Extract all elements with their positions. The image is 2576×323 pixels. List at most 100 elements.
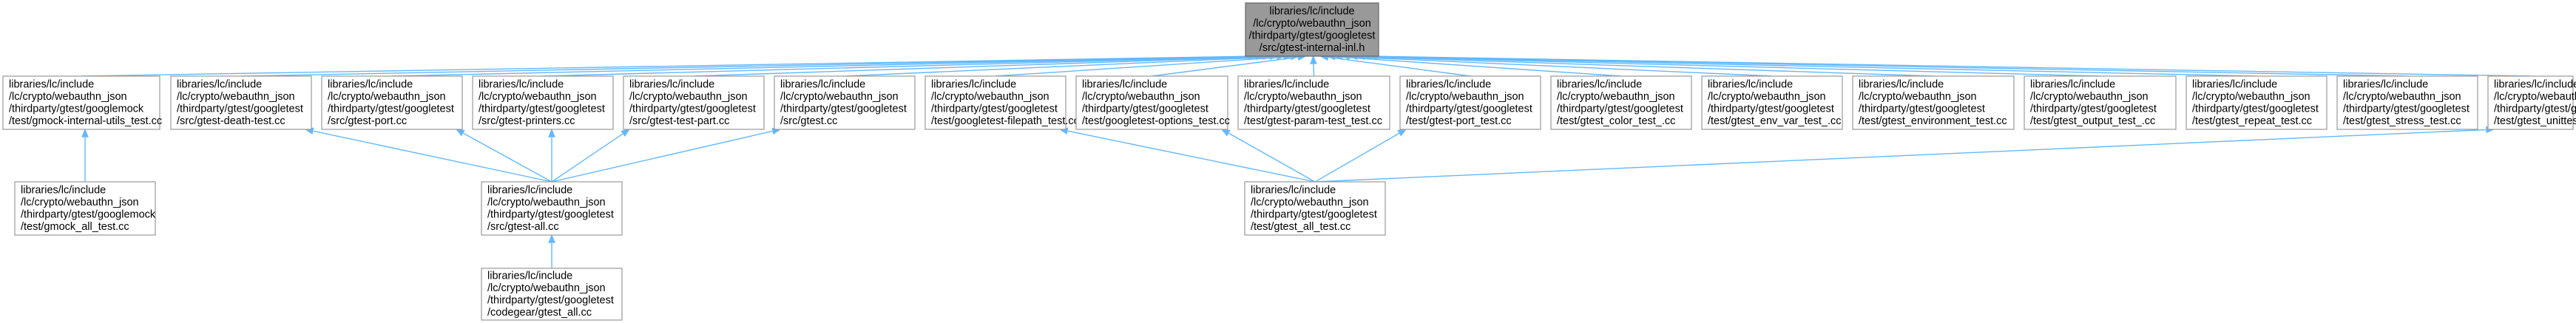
node-label-line: /lc/crypto/webauthn_json: [1253, 18, 1371, 30]
edge-line: [81, 55, 1249, 77]
file-node[interactable]: libraries/lc/include/lc/crypto/webauthn_…: [623, 75, 765, 130]
edge-line: [313, 130, 552, 183]
file-node[interactable]: libraries/lc/include/lc/crypto/webauthn_…: [2024, 75, 2177, 130]
edge-line: [1328, 56, 1471, 77]
node-box: [1701, 75, 1843, 130]
node-box: [1852, 75, 2015, 130]
node-label-line: /lc/crypto/webauthn_json: [177, 91, 295, 103]
dependency-edge: [548, 128, 555, 182]
node-label-line: libraries/lc/include: [1557, 79, 1642, 91]
node-label-line: /thirdparty/gtest/googletest: [2192, 103, 2319, 115]
file-node[interactable]: libraries/lc/include/lc/crypto/webauthn_…: [170, 75, 312, 130]
node-label-line: libraries/lc/include: [177, 79, 262, 91]
node-label-line: /thirdparty/gtest/googletest: [487, 295, 614, 307]
edge-arrowhead: [1220, 129, 1231, 137]
dependency-edge: [1058, 127, 1316, 183]
edge-line: [542, 55, 1270, 77]
file-node[interactable]: libraries/lc/include/lc/crypto/webauthn_…: [1399, 75, 1541, 130]
node-label-line: /test/gtest-port_test.cc: [1406, 115, 1512, 127]
file-node[interactable]: libraries/lc/include/lc/crypto/webauthn_…: [2, 75, 162, 130]
file-node[interactable]: libraries/lc/include/lc/crypto/webauthn_…: [472, 75, 614, 130]
node-label-line: /test/gtest_unittest.cc: [2494, 115, 2576, 127]
dependency-edge: [304, 127, 552, 183]
node-box: [2336, 75, 2478, 130]
node-label-line: /lc/crypto/webauthn_json: [2343, 91, 2461, 103]
file-node[interactable]: libraries/lc/include/lc/crypto/webauthn_…: [924, 75, 1079, 130]
file-node[interactable]: libraries/lc/include/lc/crypto/webauthn_…: [1852, 75, 2015, 130]
node-label-line: /src/gtest-internal-inl.h: [1260, 42, 1365, 54]
node-box: [14, 181, 156, 236]
node-label-line: /test/gmock_all_test.cc: [21, 221, 129, 233]
edge-line: [551, 130, 773, 183]
node-label-line: /test/gtest_repeat_test.cc: [2192, 115, 2312, 127]
node-label-line: /thirdparty/gtest/googletest: [2343, 103, 2469, 115]
file-node[interactable]: libraries/lc/include/lc/crypto/webauthn_…: [2336, 75, 2478, 130]
file-node[interactable]: libraries/lc/include/lc/crypto/webauthn_…: [1075, 75, 1230, 130]
file-node[interactable]: libraries/lc/include/lc/crypto/webauthn_…: [2487, 75, 2576, 130]
file-node[interactable]: libraries/lc/include/lc/crypto/webauthn_…: [1237, 75, 1390, 130]
node-label-line: /lc/crypto/webauthn_json: [2494, 91, 2576, 103]
file-node[interactable]: libraries/lc/include/lc/crypto/webauthn_…: [481, 268, 623, 321]
node-label-line: /test/googletest-filepath_test.cc: [931, 115, 1079, 127]
node-label-line: libraries/lc/include: [1269, 6, 1354, 18]
node-label-line: /lc/crypto/webauthn_json: [780, 91, 899, 103]
node-label-line: /thirdparty/gtest/googletest: [328, 103, 454, 115]
node-label-line: libraries/lc/include: [2343, 79, 2428, 91]
node-label-line: /src/gtest.cc: [780, 115, 837, 127]
edge-arrowhead: [548, 128, 555, 137]
file-node[interactable]: libraries/lc/include/lc/crypto/webauthn_…: [321, 75, 463, 130]
node-label-line: /lc/crypto/webauthn_json: [1244, 91, 1362, 103]
node-label-line: libraries/lc/include: [487, 185, 572, 197]
edge-line: [1228, 132, 1316, 183]
file-node[interactable]: libraries/lc/include/lc/crypto/webauthn_…: [14, 181, 156, 236]
node-label-line: /lc/crypto/webauthn_json: [1557, 91, 1675, 103]
file-node[interactable]: libraries/lc/include/lc/crypto/webauthn_…: [481, 181, 623, 236]
node-label-line: /test/gtest_output_test_.cc: [2030, 115, 2155, 127]
file-node[interactable]: libraries/lc/include/lc/crypto/webauthn_…: [1701, 75, 1843, 130]
node-box: [1550, 75, 1692, 130]
root-node[interactable]: libraries/lc/include/lc/crypto/webauthn_…: [1245, 2, 1379, 57]
file-node[interactable]: libraries/lc/include/lc/crypto/webauthn_…: [1244, 181, 1386, 236]
dependency-edge: [551, 127, 782, 183]
edge-line: [391, 55, 1263, 77]
node-label-line: libraries/lc/include: [629, 79, 714, 91]
node-label-line: libraries/lc/include: [328, 79, 413, 91]
node-label-line: /src/gtest-death-test.cc: [177, 115, 285, 127]
dependency-edge: [1314, 129, 1407, 183]
node-box: [1075, 75, 1228, 130]
node-box: [2185, 75, 2327, 130]
edge-arrowhead: [1310, 55, 1317, 64]
file-node[interactable]: libraries/lc/include/lc/crypto/webauthn_…: [774, 75, 916, 130]
node-label-line: /lc/crypto/webauthn_json: [931, 91, 1049, 103]
node-label-line: libraries/lc/include: [780, 79, 865, 91]
file-node[interactable]: libraries/lc/include/lc/crypto/webauthn_…: [2185, 75, 2327, 130]
node-label-line: /lc/crypto/webauthn_json: [1251, 197, 1369, 208]
edge-arrowhead: [548, 234, 555, 243]
edge-line: [1377, 55, 2531, 77]
edge-line: [995, 56, 1291, 77]
edge-arrowhead: [455, 129, 465, 137]
edge-arrowhead: [81, 128, 89, 137]
node-label-line: /thirdparty/gtest/googletest: [2030, 103, 2157, 115]
node-label-line: libraries/lc/include: [2192, 79, 2277, 91]
file-node[interactable]: libraries/lc/include/lc/crypto/webauthn_…: [1550, 75, 1692, 130]
node-label-line: /lc/crypto/webauthn_json: [21, 197, 139, 208]
node-label-line: /thirdparty/gtest/googletest: [1244, 103, 1370, 115]
node-label-line: /src/gtest-test-part.cc: [629, 115, 729, 127]
node-box: [2024, 75, 2177, 130]
node-label-line: libraries/lc/include: [1406, 79, 1491, 91]
node-label-line: /thirdparty/gtest/googletest: [1249, 30, 1376, 42]
edge-line: [693, 55, 1277, 77]
node-label-line: /lc/crypto/webauthn_json: [2030, 91, 2149, 103]
node-label-line: /lc/crypto/webauthn_json: [328, 91, 446, 103]
node-label-line: /thirdparty/gtest/googletest: [1708, 103, 1834, 115]
node-label-line: /thirdparty/gtest/googletest: [931, 103, 1058, 115]
dependency-edge: [1314, 126, 2495, 183]
edge-line: [1314, 132, 1399, 183]
node-box: [481, 181, 623, 236]
node-label-line: /test/gtest-param-test_test.cc: [1244, 115, 1382, 127]
node-label-line: /thirdparty/gtest/googletest: [479, 103, 605, 115]
node-box: [481, 268, 623, 321]
